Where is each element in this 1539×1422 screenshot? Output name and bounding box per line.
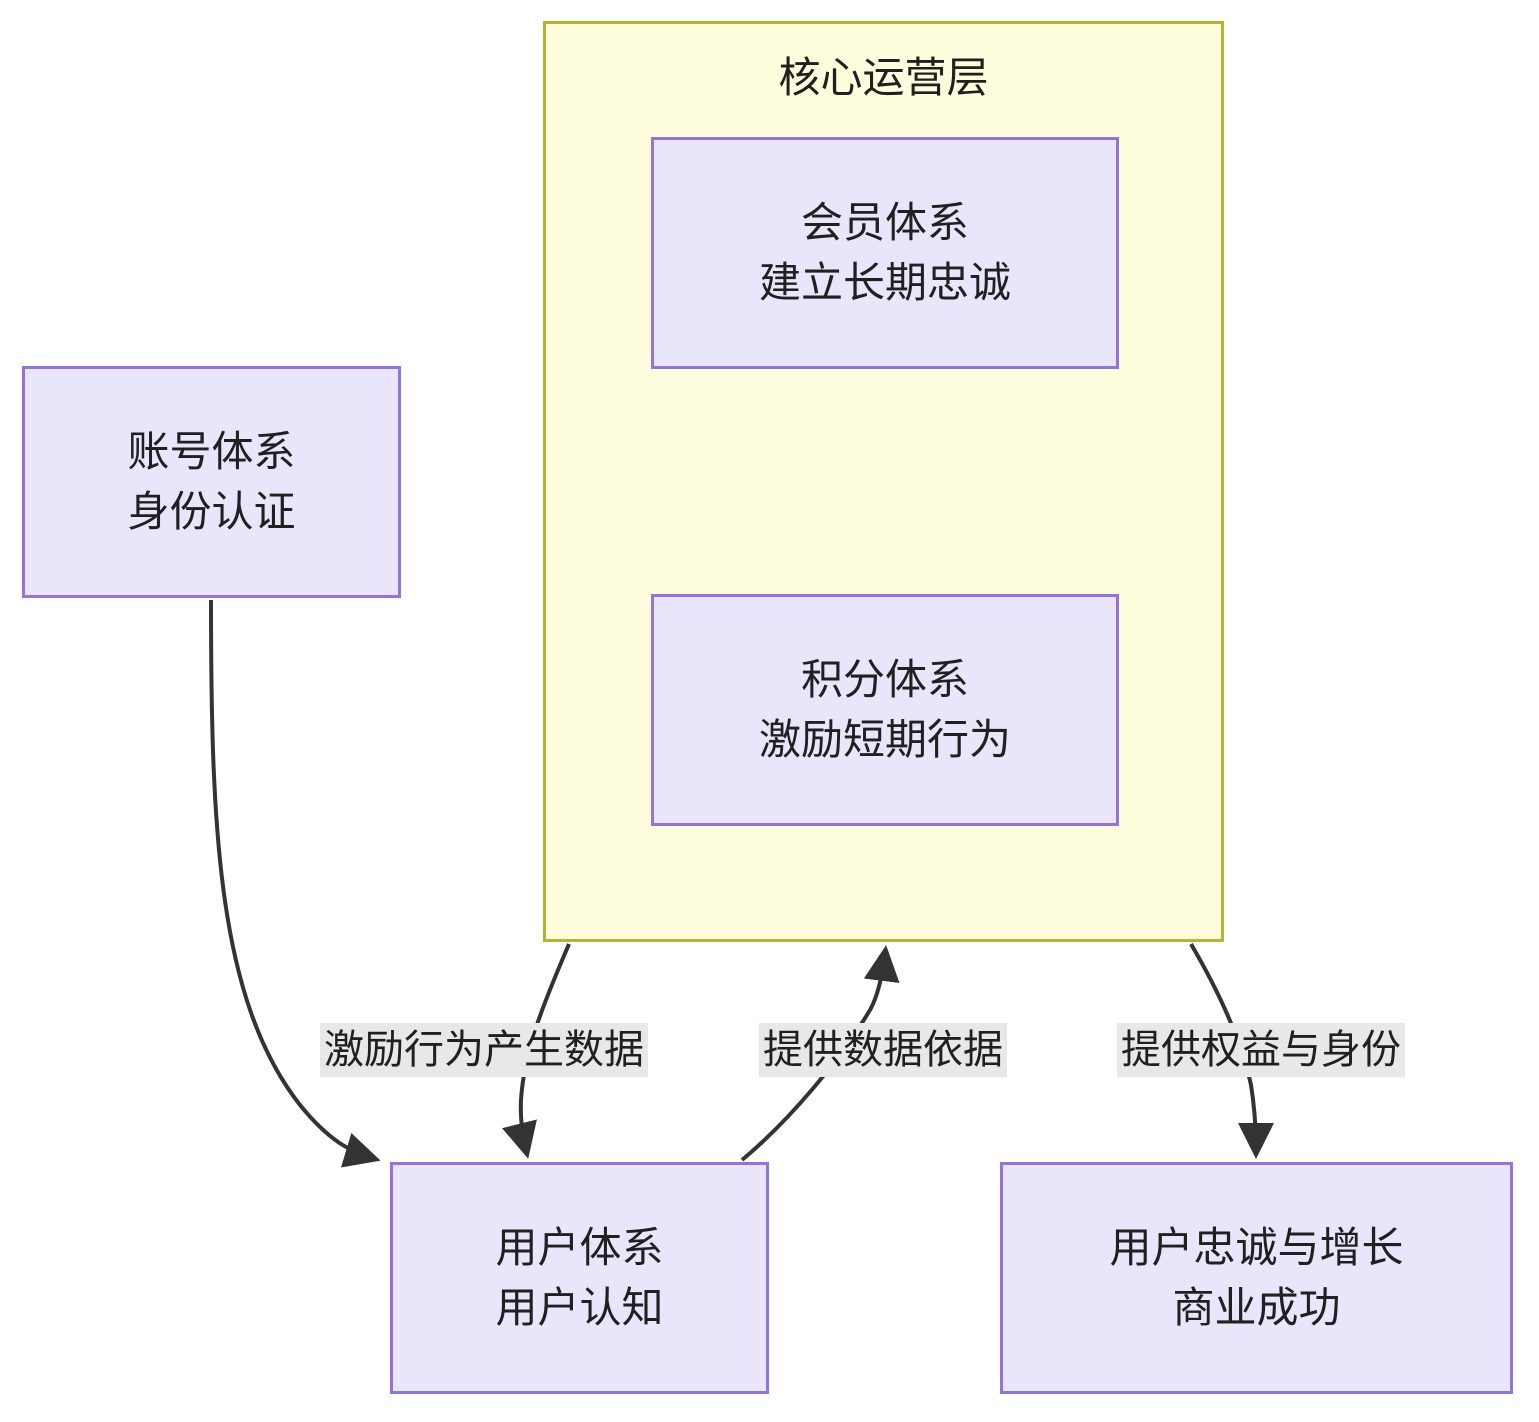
cluster-title: 核心运营层 [778,54,989,101]
node-user[interactable]: 用户体系 用户认知 [390,1162,769,1394]
node-loyalty[interactable]: 用户忠诚与增长 商业成功 [1000,1162,1513,1394]
node-user-line1: 用户体系 [495,1224,664,1272]
node-membership-line1: 会员体系 [800,199,969,247]
edge-label-membership-loyalty: 提供权益与身份 [1117,1023,1405,1077]
node-membership[interactable]: 会员体系 建立长期忠诚 [651,137,1119,369]
node-user-line2: 用户认知 [495,1284,664,1331]
node-account-line2: 身份认证 [127,488,296,535]
node-loyalty-line1: 用户忠诚与增长 [1109,1224,1404,1272]
node-points-line2: 激励短期行为 [758,716,1011,763]
node-account-line1: 账号体系 [127,428,296,476]
edge-label-user-core: 提供数据依据 [759,1023,1007,1077]
node-loyalty-line2: 商业成功 [1172,1284,1341,1331]
node-points[interactable]: 积分体系 激励短期行为 [651,594,1119,826]
edge-label-points-user: 激励行为产生数据 [320,1023,648,1077]
node-account[interactable]: 账号体系 身份认证 [22,366,401,598]
node-points-line1: 积分体系 [800,656,969,704]
node-membership-line2: 建立长期忠诚 [758,259,1011,306]
